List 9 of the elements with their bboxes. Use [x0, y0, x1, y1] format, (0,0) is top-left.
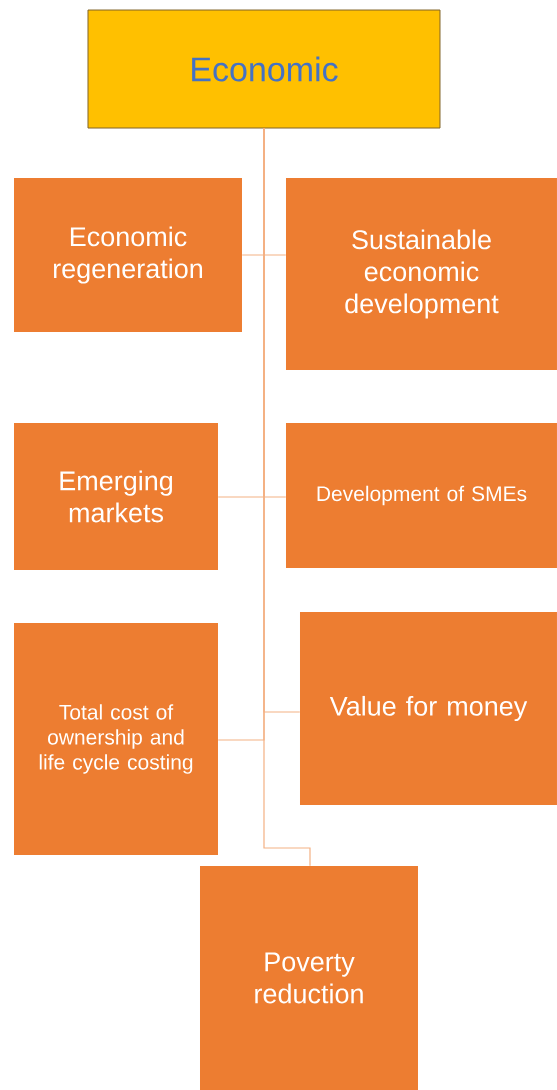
- topic-box: Development of SMEs: [286, 423, 557, 568]
- topic-box: Poverty reduction: [200, 866, 418, 1090]
- topic-box: Value for money: [300, 612, 557, 805]
- heading-box: Economic: [87, 9, 441, 129]
- topic-box: Total cost of ownership and life cycle costing: [14, 623, 218, 855]
- topic-box: Emerging markets: [14, 423, 218, 570]
- topic-box: Sustainable economic development: [286, 178, 557, 370]
- connector-line: [263, 127, 311, 867]
- topic-box: Economic regeneration: [14, 178, 242, 332]
